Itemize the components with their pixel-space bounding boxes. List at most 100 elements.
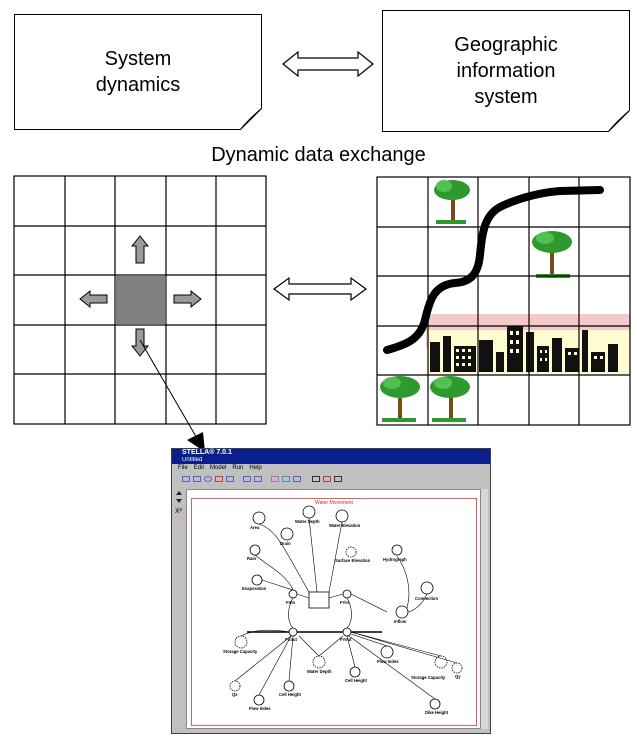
label-inflow: Inflow: [394, 619, 407, 624]
tree-icon: [430, 376, 470, 422]
converter-storage-capacity-1: [234, 635, 248, 649]
model-canvas[interactable]: Water Movement: [186, 489, 482, 729]
converter-inflow: [395, 605, 409, 619]
label-fxout: FXout: [285, 637, 297, 642]
converter-dike-height: [429, 698, 441, 710]
flow-tool-icon[interactable]: [193, 476, 201, 482]
vertical-scrollbar[interactable]: [480, 489, 488, 729]
converter-water-depth-2: [312, 655, 326, 669]
converter-storage-capacity-2: [434, 655, 448, 669]
io-tool-icon[interactable]: [293, 476, 301, 482]
converter-hydrograph: [391, 544, 403, 556]
flow-fxout: [288, 627, 298, 637]
caption: Dynamic data exchange: [211, 144, 426, 166]
page-fold-icon: [608, 110, 630, 132]
label-storage-capacity-2: Storage Capacity: [411, 675, 446, 680]
layer-toggle[interactable]: X²: [174, 489, 184, 729]
label-surface-elevation: Surface Elevation: [335, 558, 371, 563]
pointer-line: [139, 339, 199, 441]
converter-water-elevation: [335, 509, 349, 523]
converter-area: [252, 511, 266, 525]
flow-fxin: [288, 589, 298, 599]
arrow-down-icon: [130, 328, 150, 357]
model-frame: Water Movement: [191, 498, 477, 726]
system-dynamics-box: System dynamics: [14, 14, 262, 130]
tree-icon: [532, 231, 572, 278]
toolbar: [172, 472, 490, 486]
label-rain: Rain: [247, 556, 257, 561]
label-qy: Qy: [455, 674, 461, 679]
paint-tool-icon[interactable]: [323, 476, 331, 482]
menu-edit[interactable]: Edit: [193, 465, 205, 471]
converter-flow-index-2: [253, 694, 265, 706]
label-cell-height-1: Cell Height: [279, 692, 301, 697]
gis-box: Geographic information system: [382, 10, 630, 132]
stella-window: STELLA® 7.0.1 Untitled File Edit Model R…: [171, 448, 491, 734]
graph-tool-icon[interactable]: [243, 476, 251, 482]
connector-tool-icon[interactable]: [215, 476, 223, 482]
label-fxin: FXin: [286, 600, 296, 605]
converter-cell-height-1: [283, 680, 295, 692]
arrow-left-icon: [79, 289, 108, 309]
model-title: Water Movement: [315, 500, 353, 506]
label-water-depth: Water Depth: [295, 519, 320, 524]
label-flow-index-2: Flow Index: [249, 706, 271, 711]
hand-tool-icon[interactable]: [312, 476, 320, 482]
up-down-icon: X²: [175, 491, 183, 515]
label-evaporation: Evaporation: [242, 586, 267, 591]
active-cell: [116, 276, 165, 324]
label-qx: Qx: [232, 692, 238, 697]
cell-grid-left: [13, 175, 267, 425]
menu-file[interactable]: File: [178, 465, 188, 471]
decision-tool-icon[interactable]: [226, 476, 234, 482]
system-dynamics-label: System dynamics: [95, 48, 181, 96]
stock-tool-icon[interactable]: [182, 476, 190, 482]
page-fold-icon: [240, 108, 262, 130]
arrow-right-icon: [173, 289, 202, 309]
svg-text:X²: X²: [175, 508, 183, 515]
label-drain: Drain: [280, 541, 291, 546]
flow-fyin: [342, 589, 352, 599]
tree-icon: [380, 376, 420, 422]
converter-tool-icon[interactable]: [204, 476, 212, 482]
label-fyout: FYout: [340, 637, 352, 642]
converter-cell-height-2: [349, 666, 361, 678]
converter-evaporation: [251, 574, 263, 586]
cell-grid-right: [376, 176, 631, 426]
double-arrow-icon: [282, 50, 374, 78]
label-fyin: FYin: [340, 600, 349, 605]
label-dike-height: Dike Height: [425, 710, 449, 715]
converter-surface-elevation: [345, 546, 357, 558]
converter-drain: [280, 527, 294, 541]
label-hydrograph: Hydrograph: [383, 557, 407, 562]
menu-run[interactable]: Run: [232, 465, 244, 471]
converter-rain: [249, 544, 261, 556]
arrow-up-icon: [130, 235, 150, 264]
label-water-depth-2: Water Depth: [307, 669, 332, 674]
menu-bar: File Edit Model Run Help: [172, 464, 490, 472]
converter-qx: [229, 680, 241, 692]
menu-help[interactable]: Help: [249, 465, 262, 471]
label-flow-index-1: Flow Index: [377, 659, 399, 664]
text-tool-icon[interactable]: [271, 476, 279, 482]
dynamite-tool-icon[interactable]: [334, 476, 342, 482]
label-water-elevation: Water Elevation: [329, 523, 361, 528]
flow-fyout: [342, 627, 352, 637]
label-cell-height-2: Cell Height: [345, 678, 367, 683]
converter-connection: [420, 581, 434, 595]
model-diagram: [229, 505, 463, 710]
window-title: STELLA® 7.0.1: [172, 449, 490, 457]
table-tool-icon[interactable]: [254, 476, 262, 482]
stock-water: [308, 591, 330, 609]
menu-model[interactable]: Model: [210, 465, 227, 471]
double-arrow-icon: [272, 276, 368, 302]
label-connection: Connection: [415, 596, 439, 601]
button-tool-icon[interactable]: [282, 476, 290, 482]
converter-qy: [451, 662, 463, 674]
river-line: [383, 186, 604, 354]
converter-flow-index-1: [380, 645, 394, 659]
document-title: Untitled: [172, 457, 490, 464]
pointer-arrowhead: [187, 432, 205, 452]
tree-icon: [434, 180, 470, 224]
